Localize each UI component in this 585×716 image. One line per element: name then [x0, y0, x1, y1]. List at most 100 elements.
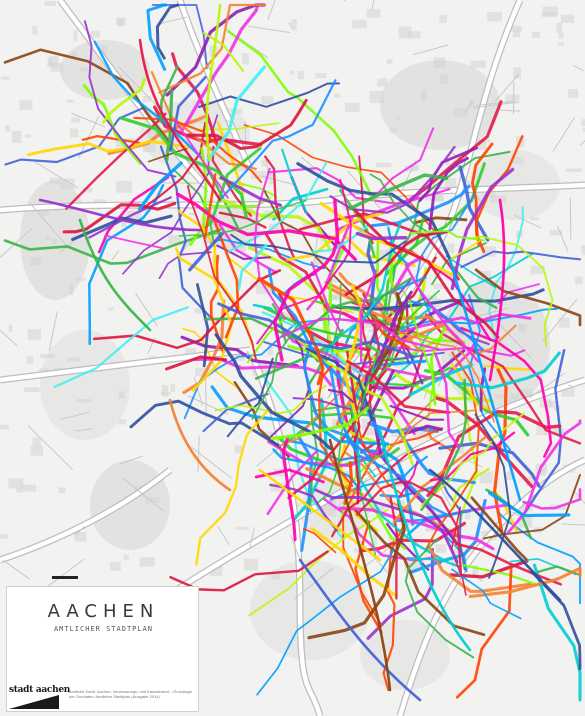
building-block [581, 119, 585, 127]
route-line [429, 547, 533, 593]
route-line [344, 230, 448, 296]
building-block [118, 18, 124, 27]
route-line [159, 145, 213, 319]
route-line [343, 461, 354, 505]
route-line [310, 261, 342, 333]
building-block [433, 283, 446, 289]
route-line [158, 3, 267, 94]
building-block [552, 427, 564, 436]
route-line [137, 161, 183, 211]
building-block [145, 497, 160, 504]
route-line [378, 428, 472, 652]
building-block [39, 207, 50, 216]
building-block [548, 400, 555, 408]
building-block [549, 230, 563, 236]
building-block [194, 308, 206, 314]
route-line [182, 328, 236, 387]
minor-road [371, 0, 375, 10]
minor-road [474, 101, 517, 109]
route-line [434, 352, 461, 449]
route-line [267, 268, 358, 453]
building-block [378, 250, 389, 257]
building-block [45, 235, 52, 240]
building-block [267, 343, 274, 356]
building-block [161, 385, 169, 397]
route-line [425, 351, 480, 551]
route-line [329, 145, 456, 214]
building-block [75, 277, 86, 281]
building-block [404, 561, 420, 572]
building-block [26, 355, 34, 364]
building-block [508, 25, 522, 32]
urban-area [250, 560, 370, 660]
building-block [234, 445, 244, 454]
building-block [51, 238, 57, 245]
building-block [24, 134, 32, 138]
building-block [195, 367, 210, 377]
minor-road [513, 214, 542, 229]
building-block [525, 476, 534, 486]
building-block [490, 195, 507, 203]
building-block [66, 357, 80, 362]
minor-road [188, 212, 196, 215]
route-line [404, 537, 475, 659]
building-block [27, 329, 42, 340]
building-block [170, 383, 176, 392]
building-block [433, 57, 446, 68]
building-block [325, 278, 342, 283]
building-block [216, 182, 225, 186]
building-block [560, 14, 575, 24]
route-line [53, 306, 190, 389]
building-block [375, 162, 392, 168]
minor-road [572, 64, 584, 72]
route-line [212, 218, 240, 339]
route-line [471, 142, 494, 254]
route-line [470, 496, 528, 561]
building-block [445, 159, 450, 165]
route-line [270, 406, 370, 441]
building-block [297, 70, 305, 80]
route-line [226, 161, 328, 254]
route-line [155, 3, 180, 60]
building-block [40, 353, 55, 359]
route-line [455, 567, 513, 699]
route-line [445, 255, 497, 289]
building-block [366, 9, 381, 18]
building-block [79, 67, 89, 72]
minor-road [464, 101, 473, 114]
minor-road [561, 523, 585, 526]
route-line [226, 357, 274, 438]
building-block [302, 222, 313, 228]
route-line [369, 173, 430, 234]
route-line [345, 359, 451, 415]
building-block [168, 235, 182, 245]
route-line [418, 146, 478, 203]
minor-road [217, 525, 230, 546]
route-line [396, 460, 419, 501]
route-line [258, 468, 382, 562]
building-block [541, 11, 557, 18]
route-line [327, 388, 355, 403]
building-block [508, 393, 519, 405]
building-block [185, 348, 196, 357]
route-line [263, 306, 394, 361]
route-line [343, 284, 364, 422]
building-block [450, 326, 465, 337]
route-line [65, 112, 167, 210]
route-line [195, 406, 272, 566]
route-line [119, 116, 248, 219]
route-line [253, 167, 287, 320]
route-line [26, 139, 192, 157]
building-block [237, 164, 246, 172]
major-road [58, 0, 212, 192]
building-block [516, 499, 533, 512]
route-line [158, 251, 212, 280]
route-line [355, 480, 463, 577]
building-block [76, 398, 92, 403]
building-block [487, 11, 503, 22]
building-block [66, 99, 74, 103]
building-block [123, 554, 129, 560]
building-block [365, 427, 380, 436]
building-block [423, 317, 431, 325]
